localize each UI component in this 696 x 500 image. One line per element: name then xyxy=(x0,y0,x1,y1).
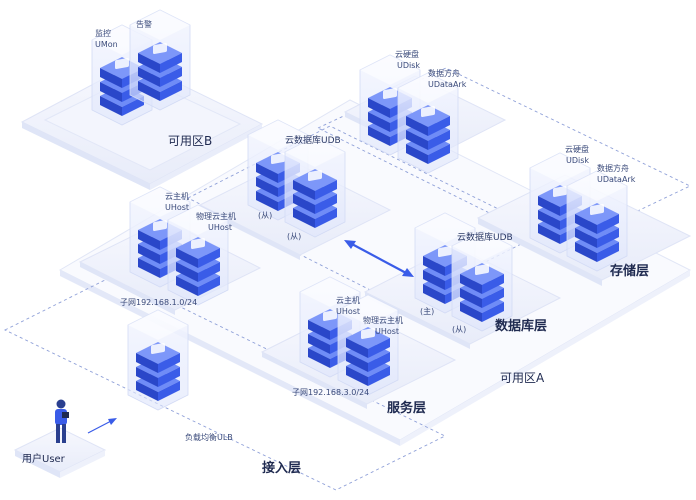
label-ark-right-en: UDataArk xyxy=(597,175,636,184)
label-ark-top-en: UDataArk xyxy=(428,80,467,89)
label-monitor-en: UMon xyxy=(95,40,118,49)
stack-udataark-right xyxy=(566,170,628,272)
label-uhost-a-cn: 云主机 xyxy=(336,295,360,305)
label-phys-a-cn: 物理云主机 xyxy=(363,315,403,325)
tier-database-label: 数据库层 xyxy=(495,318,547,334)
stack-udb-zone-a-slave xyxy=(451,230,513,332)
label-monitor-cn: 监控 xyxy=(95,28,111,38)
label-phys-a-en: UHost xyxy=(375,327,399,336)
label-udisk-top-cn: 云硬盘 xyxy=(395,49,419,59)
tier-storage-label: 存储层 xyxy=(610,263,649,279)
label-udb-zone-b-slave1: (从) xyxy=(258,211,272,220)
label-subnet-a: 子网192.168.3.0/24 xyxy=(292,388,369,397)
label-udisk-right-en: UDisk xyxy=(566,156,589,165)
label-phys-b-en: UHost xyxy=(208,223,232,232)
label-ark-top-cn: 数据方舟 xyxy=(428,68,460,78)
label-uhost-a-en: UHost xyxy=(336,307,360,316)
labels: 监控 UMon 告警 可用区B 可用区A 云硬盘 UDisk 数据方舟 UDat… xyxy=(22,19,649,476)
label-udb-master: (主) xyxy=(420,306,434,316)
label-udisk-right-cn: 云硬盘 xyxy=(565,144,589,154)
label-udb-zone-b-slave2: (从) xyxy=(287,232,301,241)
user-icon xyxy=(55,399,69,443)
zone-a-platform xyxy=(58,99,692,446)
tier-service-label: 服务层 xyxy=(387,400,426,416)
stack-ulb xyxy=(127,309,189,411)
label-ark-right-cn: 数据方舟 xyxy=(597,163,629,173)
zone-b-label: 可用区B xyxy=(168,134,212,148)
user-arrow xyxy=(87,418,117,434)
label-udb-slave: (从) xyxy=(452,325,466,334)
user-pad xyxy=(13,427,107,478)
label-phys-b-cn: 物理云主机 xyxy=(196,211,236,221)
label-subnet-b: 子网192.168.1.0/24 xyxy=(120,298,197,307)
label-uhost-b-cn: 云主机 xyxy=(165,191,189,201)
label-udisk-top-en: UDisk xyxy=(397,61,420,70)
label-alarm: 告警 xyxy=(136,19,152,29)
stack-udb-zone-b-2 xyxy=(284,136,346,238)
tier-access-label: 接入层 xyxy=(262,460,301,476)
label-udb-zone-a: 云数据库UDB xyxy=(457,231,513,243)
label-user: 用户User xyxy=(22,452,66,465)
replication-arrow xyxy=(344,240,414,277)
label-udb-zone-b: 云数据库UDB xyxy=(285,134,341,146)
zone-a-label: 可用区A xyxy=(500,371,545,385)
label-ulb: 负载均衡ULB xyxy=(185,432,233,442)
label-uhost-b-en: UHost xyxy=(165,203,189,212)
